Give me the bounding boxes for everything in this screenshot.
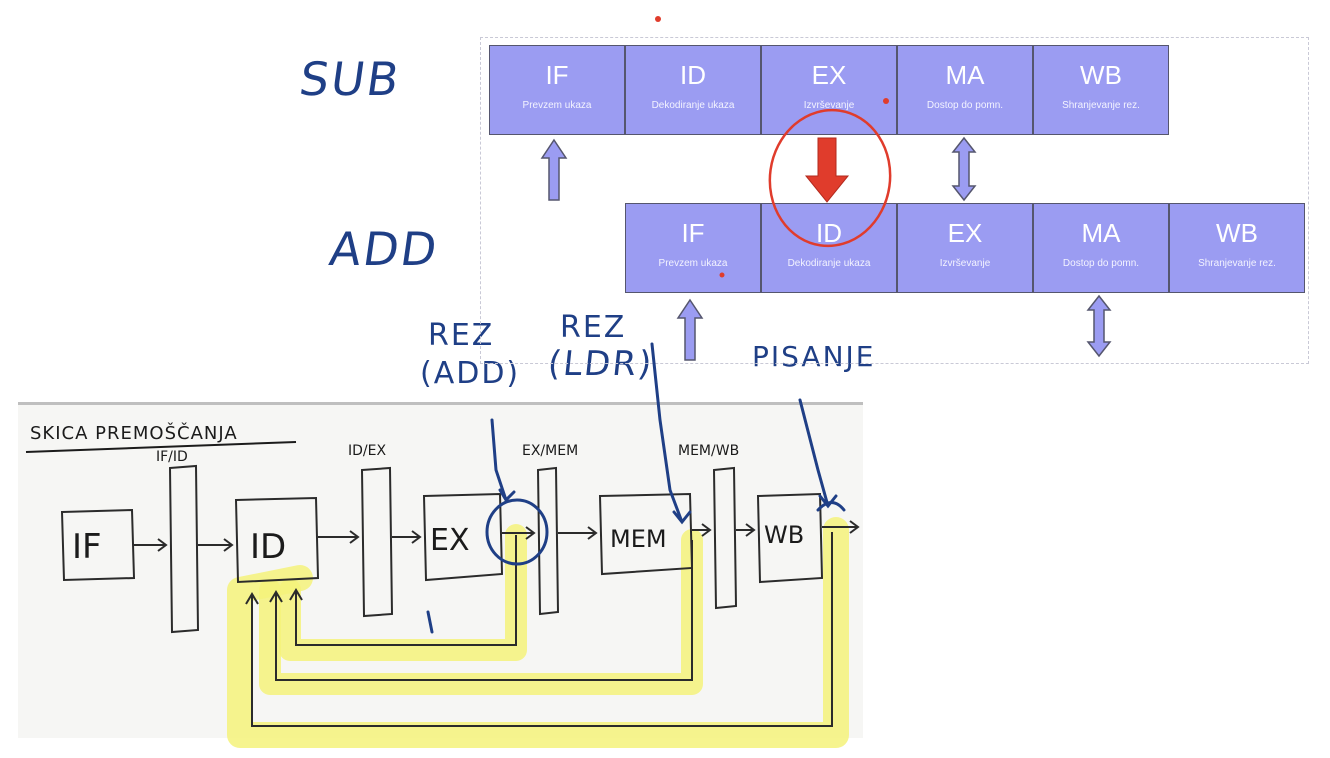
wb-register-ex-mem	[538, 468, 558, 614]
highlight-paths	[240, 530, 836, 735]
title-underline	[26, 442, 296, 452]
wb-box-ex	[424, 494, 502, 580]
wb-register-if-id	[170, 466, 198, 632]
whiteboard-boxes	[62, 466, 822, 632]
wb-box-wb	[758, 494, 822, 582]
ink-number-one	[428, 612, 432, 632]
wb-register-mem-wb	[714, 468, 736, 608]
wb-box-mem	[600, 494, 692, 574]
wb-register-id-ex	[362, 468, 392, 616]
ink-annotations	[428, 344, 844, 632]
wb-box-if	[62, 510, 134, 580]
